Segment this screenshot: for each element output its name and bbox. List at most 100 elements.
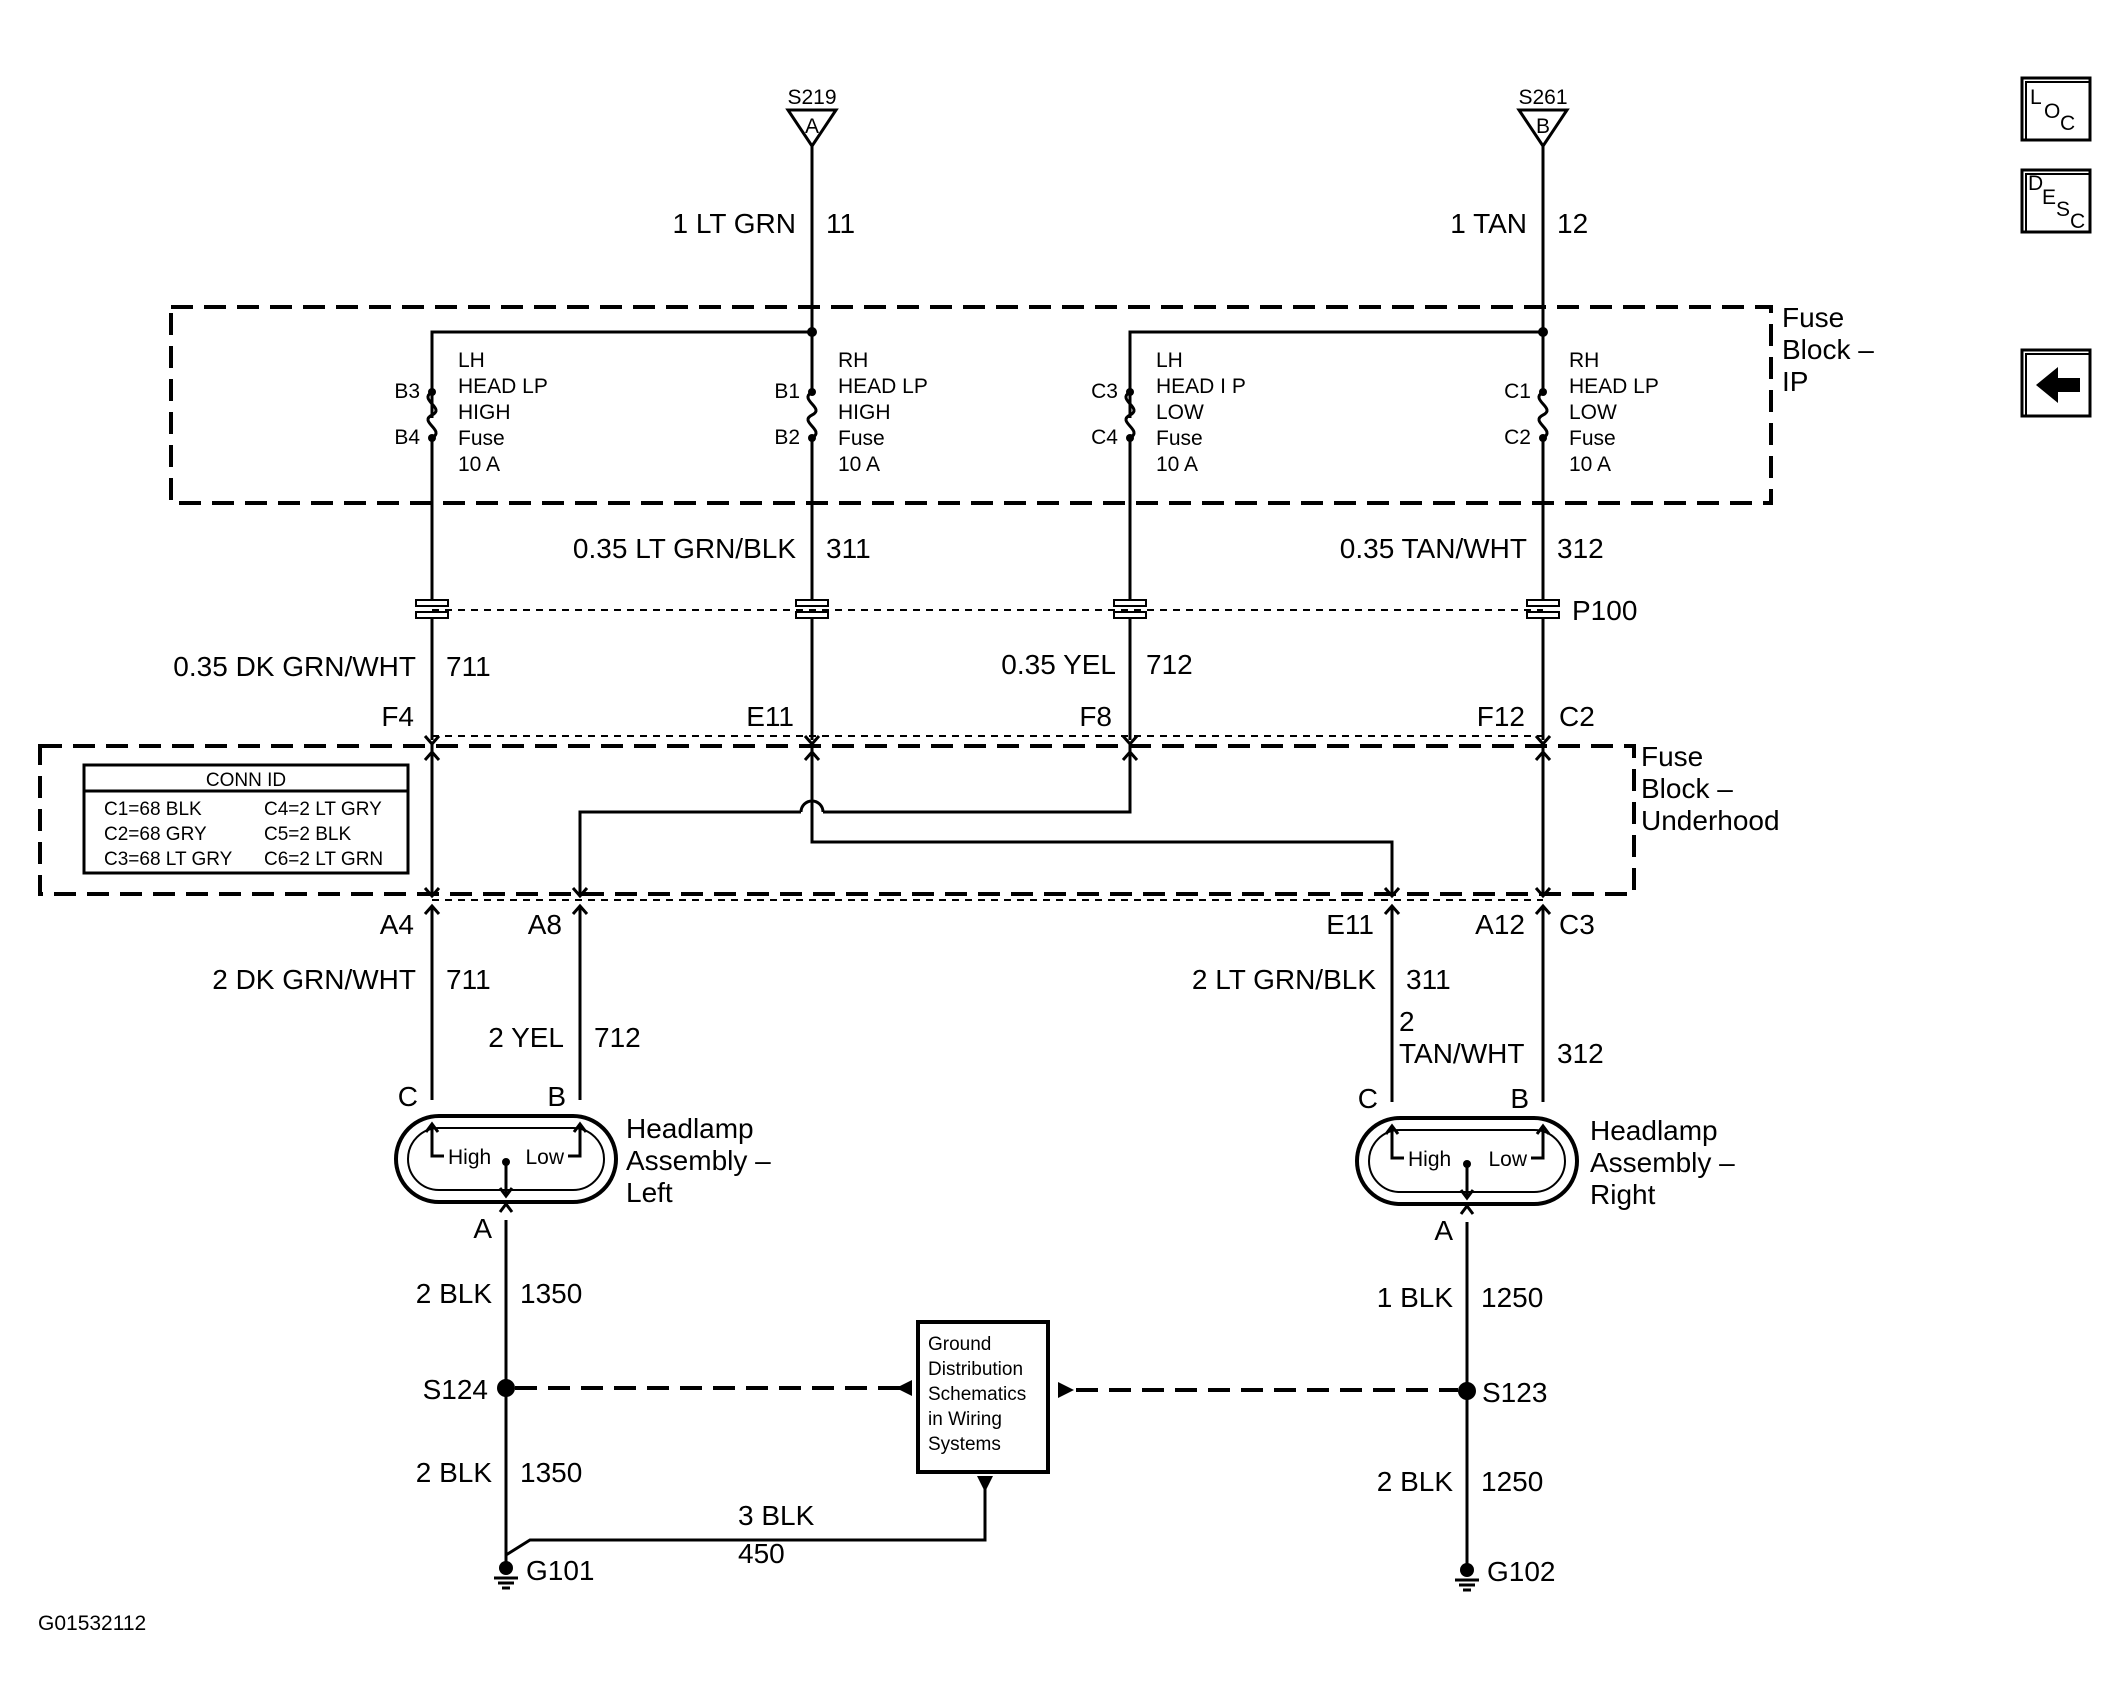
pin-label: E11 [746, 701, 794, 732]
wire-circuit-label: 311 [1406, 964, 1451, 995]
fuse-description-line: LH [458, 349, 485, 372]
fuse-description-line: Fuse [1569, 427, 1616, 450]
desc-label-d: D [2028, 172, 2043, 195]
splice-label: S124 [423, 1374, 488, 1405]
ground-node [499, 1561, 513, 1575]
headlamp-low-lead [1531, 1126, 1545, 1160]
fuse-block-underhood-title: Fuse Block – Underhood [1641, 741, 1780, 836]
splice-pack-id: S261 [1518, 86, 1567, 109]
fuse-element-icon [806, 390, 818, 440]
connector-cavity [795, 611, 829, 619]
terminal-arrow-up [572, 1121, 588, 1133]
headlamp-low-label: Low [525, 1146, 564, 1169]
terminal-arrow-up [1384, 1123, 1400, 1135]
terminal-arrow-down [1534, 887, 1552, 899]
terminal-arrow-down [1459, 1189, 1475, 1201]
pin-label: F8 [1079, 701, 1112, 732]
ground-label: G101 [526, 1555, 595, 1586]
headlamp-pin-b: B [547, 1081, 566, 1112]
terminal-arrow-up [498, 1201, 514, 1213]
headlamp-pin-c: C [398, 1081, 418, 1112]
wire-spec-label: 0.35 YEL [1001, 649, 1116, 680]
connector-cavity [1113, 611, 1147, 619]
headlamp-ground-node [1463, 1160, 1471, 1168]
wire-spec-label: 1 BLK [1377, 1282, 1454, 1313]
fuse-element-icon [1537, 390, 1549, 440]
fuse-description-line: 10 A [1569, 453, 1611, 476]
splice-s124 [497, 1379, 515, 1397]
wire-circuit-450 [505, 1488, 987, 1557]
pin-label: A12 [1475, 909, 1525, 940]
fuse-description-line: 10 A [1156, 453, 1198, 476]
splice-pack-triangle [1516, 108, 1570, 149]
splice-pack-letter: A [805, 115, 819, 138]
ground-dist-line5: Systems [928, 1434, 1001, 1455]
wire-circuit-label: 311 [826, 533, 871, 564]
headlamp-high-lead [430, 1124, 444, 1158]
terminal-arrow-up [1459, 1203, 1475, 1215]
ground-dist-line4: in Wiring [928, 1409, 1002, 1430]
ground-link-arrow-right [1058, 1382, 1074, 1398]
uh-route-311 [810, 744, 1394, 896]
terminal-arrow-up [1121, 749, 1139, 761]
ground-link-arrow-left [896, 1380, 912, 1396]
connector-cavity [415, 611, 449, 619]
headlamp-pin-c: C [1358, 1083, 1378, 1114]
headlamp-title-line: Headlamp [626, 1113, 754, 1144]
uh-terminal-arrows [423, 735, 1552, 915]
wire-circuit-label: 312 [1557, 533, 1604, 564]
fuse-block-underhood-title-line3: Underhood [1641, 805, 1780, 836]
desc-label-s: S [2056, 198, 2070, 221]
connector-cavity [1113, 599, 1147, 607]
desc-button[interactable]: D E S C [2020, 168, 2092, 234]
wire-circuit-label: 1250 [1481, 1466, 1543, 1497]
splice-label: S123 [1482, 1377, 1547, 1408]
headlamp-high-lead [1390, 1126, 1404, 1160]
wire-circuit-label: 711 [446, 964, 491, 995]
splice-pack-id: S219 [787, 86, 836, 109]
ground-g101 [494, 1561, 518, 1590]
conn-id-header: CONN ID [206, 770, 286, 791]
loc-button[interactable]: L O C [2020, 76, 2092, 142]
ground-g102 [1455, 1563, 1479, 1592]
fuse-block-ip-title-line2: Block – [1782, 334, 1874, 365]
wire-spec-label: 2 BLK [416, 1278, 493, 1309]
fuse-description-line: LOW [1156, 401, 1204, 424]
splice-pack-letter: B [1536, 115, 1550, 138]
wire-circuit-label: 12 [1557, 208, 1588, 239]
fuse-bottom-pin: B2 [774, 426, 800, 449]
left-arrow-icon [2036, 367, 2080, 403]
connector-cavity [415, 599, 449, 607]
fuse-block-ip-title-line3: IP [1782, 366, 1808, 397]
connector-cavity [1526, 611, 1560, 619]
fuse-top-pin: C1 [1504, 380, 1531, 403]
terminal-arrow-down [1121, 735, 1139, 747]
terminal-arrow-down [1534, 735, 1552, 747]
back-button[interactable] [2020, 348, 2092, 418]
wire-spec-label: 2 BLK [416, 1457, 493, 1488]
loc-label-c: C [2060, 112, 2075, 135]
conn-id-table: CONN ID C1=68 BLK C4=2 LT GRY C2=68 GRY … [82, 763, 410, 875]
wire-spec-label: 0.35 TAN/WHT [1340, 533, 1527, 564]
conn-id-cell: C3=68 LT GRY [104, 849, 233, 870]
fuse-description-line: 10 A [458, 453, 500, 476]
headlamp-title-line: Headlamp [1590, 1115, 1718, 1146]
ground-distribution-link[interactable]: Ground Distribution Schematics in Wiring… [916, 1320, 1050, 1474]
ground-dist-arrow-down [977, 1476, 993, 1492]
terminal-arrow-down [803, 735, 821, 747]
wire-spec-line2: TAN/WHT [1399, 1038, 1524, 1069]
connector-cavity [1526, 599, 1560, 607]
fuse-description-line: RH [838, 349, 868, 372]
wire-circuit-label: 450 [738, 1538, 785, 1569]
splice-s123 [1458, 1382, 1476, 1400]
fuse-element-icon [1124, 390, 1136, 440]
fuse-description-line: Fuse [458, 427, 505, 450]
splice-pack-s219: S219 A [785, 86, 839, 149]
